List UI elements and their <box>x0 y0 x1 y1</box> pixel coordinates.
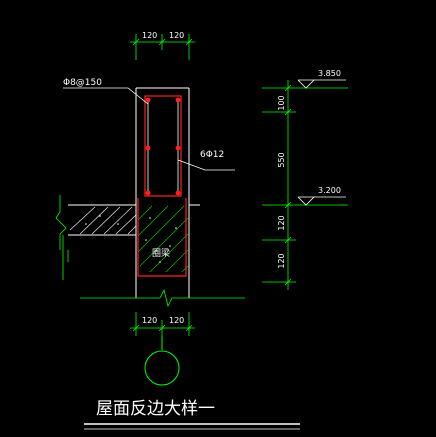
vdim-100: 100 <box>277 95 286 110</box>
drawing-title: 屋面反边大样一 <box>96 399 215 419</box>
top-dim-left: 120 <box>142 31 157 40</box>
structure-outline <box>68 87 200 298</box>
slab-hatch <box>69 206 137 235</box>
rebar-label: 6Φ12 <box>200 150 224 160</box>
detail-index <box>144 336 180 386</box>
top-dimension <box>130 34 195 60</box>
beam-label: 圈梁 <box>152 247 170 259</box>
vdim-120-upper: 120 <box>277 215 286 230</box>
bottom-dim-right: 120 <box>169 316 184 325</box>
break-lines <box>55 195 245 308</box>
rebar-dots <box>145 97 181 196</box>
leaders <box>63 87 235 171</box>
concrete-dots <box>85 215 177 263</box>
vdim-550: 550 <box>277 152 286 167</box>
right-dimension <box>262 80 348 290</box>
inner-rebar-line <box>147 99 179 194</box>
stirrup-label: Φ8@150 <box>63 78 102 88</box>
bottom-dim-left: 120 <box>142 316 157 325</box>
bottom-dimension <box>130 312 195 336</box>
elevation-markers <box>297 79 346 206</box>
stirrup <box>137 95 187 277</box>
vdim-120-lower: 120 <box>277 253 286 268</box>
top-dim-right: 120 <box>169 31 184 40</box>
elevation-upper: 3.850 <box>318 69 341 78</box>
beam-hatch <box>137 205 189 273</box>
elevation-lower: 3.200 <box>318 186 341 195</box>
title-underline <box>84 423 300 430</box>
